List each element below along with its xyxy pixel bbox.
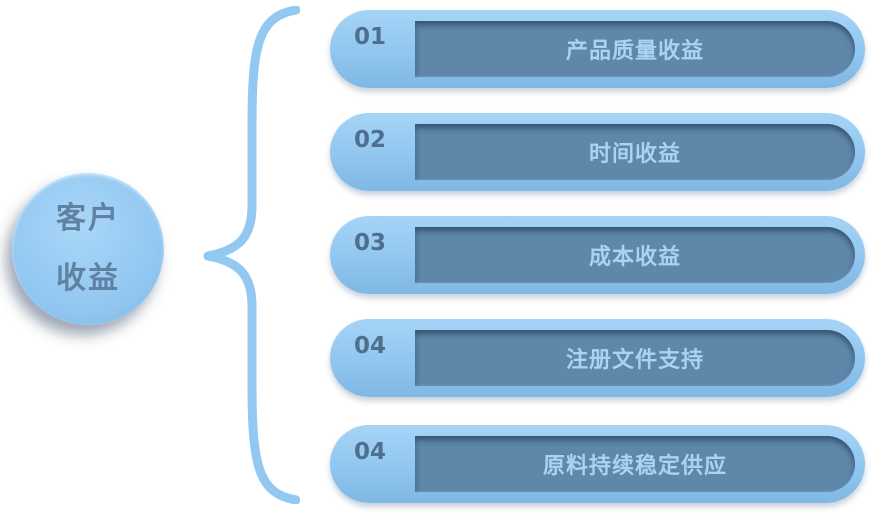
customer-benefit-hub: 客户 收益 [12, 173, 164, 325]
benefit-label: 注册文件支持 [565, 348, 704, 373]
benefit-number: 04 [354, 439, 387, 465]
benefit-label: 原料持续稳定供应 [542, 454, 727, 479]
benefit-label: 时间收益 [588, 142, 681, 167]
benefit-number: 01 [354, 24, 387, 50]
curly-brace-connector [203, 6, 300, 504]
hub-title-line-1: 客户 [56, 201, 120, 236]
benefit-label: 成本收益 [588, 245, 681, 270]
benefit-item-2: 02 时间收益 [330, 113, 865, 191]
benefit-number: 02 [354, 127, 387, 153]
hub-title-line-2: 收益 [56, 261, 120, 296]
benefit-label: 产品质量收益 [565, 39, 704, 64]
benefit-item-1: 01 产品质量收益 [330, 10, 865, 88]
benefit-label-bar: 注册文件支持 [415, 330, 855, 386]
benefit-number: 04 [354, 333, 387, 359]
benefit-number: 03 [354, 230, 387, 256]
benefit-item-3: 03 成本收益 [330, 216, 865, 294]
benefit-label-bar: 成本收益 [415, 227, 855, 283]
benefit-label-bar: 产品质量收益 [415, 21, 855, 77]
benefit-label-bar: 时间收益 [415, 124, 855, 180]
benefit-label-bar: 原料持续稳定供应 [415, 436, 855, 492]
benefit-item-5: 04 原料持续稳定供应 [330, 425, 865, 503]
benefit-item-4: 04 注册文件支持 [330, 319, 865, 397]
